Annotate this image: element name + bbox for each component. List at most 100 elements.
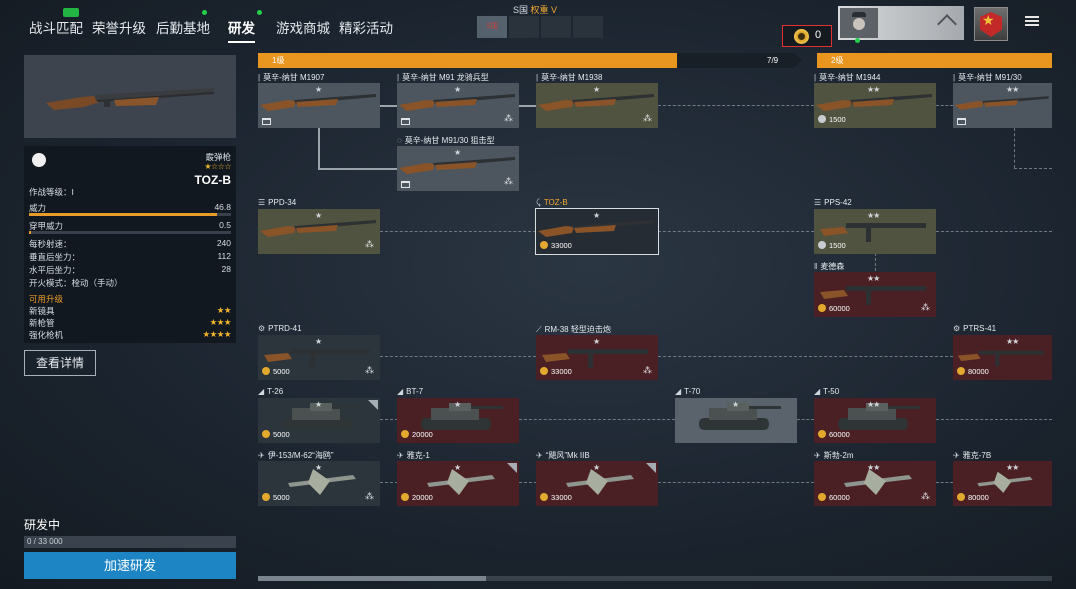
stat-label: 垂直后坐力： [29, 252, 81, 262]
tier-stars: ★ [454, 148, 461, 157]
tier-stars: ★★ [1006, 463, 1019, 472]
upgrades-title: 可用升级 [29, 294, 64, 304]
tier-stars: ★ [315, 337, 322, 346]
menu-icon[interactable] [1025, 14, 1039, 28]
upgrades-header: 可用升级 [29, 293, 231, 305]
research-coin-icon [818, 304, 826, 312]
connector [658, 356, 953, 357]
tech-node-card[interactable]: ★ [675, 398, 797, 443]
horizontal-scrollbar[interactable] [258, 576, 1052, 581]
nation-tab[interactable] [509, 16, 539, 38]
weapon-preview [24, 55, 236, 138]
node-price: 33000 [540, 367, 572, 376]
tab-honor[interactable]: 荣誉升级 [92, 21, 146, 36]
tab-base[interactable]: 后勤基地 [156, 21, 210, 36]
profile-card[interactable] [838, 6, 964, 40]
tech-node-card[interactable]: ★ 33000 [536, 461, 658, 506]
stat-penetration: 穿甲威力 0.5 [29, 220, 231, 232]
price-value: 20000 [412, 430, 433, 439]
medal-icon [980, 12, 1002, 37]
node-price: 80000 [957, 367, 989, 376]
tier-arrow [794, 53, 802, 67]
research-coin-icon [540, 367, 548, 375]
scrollbar-thumb[interactable] [258, 576, 486, 581]
research-coin-icon [262, 430, 270, 438]
smg-class-icon: ☰ [814, 198, 822, 207]
connector [658, 231, 814, 232]
connector [519, 482, 537, 483]
node-name: T-70 [684, 387, 701, 396]
tech-node-card[interactable]: ★★ 60000 ⁂ [814, 461, 936, 506]
node-name: 莫辛-纳甘 M91 龙骑兵型 [402, 73, 489, 82]
tank-class-icon: ◢ [258, 387, 265, 396]
upgrade-stars: ★★★ [209, 317, 232, 327]
tech-node-card[interactable]: ★★ [953, 83, 1052, 128]
notification-dot [257, 10, 262, 15]
tech-node-card[interactable]: ★ [258, 83, 380, 128]
stat-vertical-recoil: 垂直后坐力： 112 [29, 251, 231, 263]
tab-shop[interactable]: 游戏商城 [276, 21, 330, 36]
shotgun-class-icon: ⤹ [536, 198, 541, 207]
tech-node-card-selected[interactable]: ★ 33000 [535, 208, 659, 255]
medal-button[interactable]: ★ [974, 7, 1008, 41]
combat-level: 作战等级：I [29, 186, 231, 198]
tech-node-card[interactable]: ★★ 1500 [814, 209, 936, 254]
research-coin-icon [262, 367, 270, 375]
node-label: ☰PPS-42 [814, 198, 852, 207]
tech-node-card[interactable]: ★ 20000 [397, 398, 519, 443]
tech-node-card[interactable]: ★ 20000 [397, 461, 519, 506]
tier-stars: ★★ [867, 85, 880, 94]
stat-bar-power [29, 213, 231, 216]
weapon-name: TOZ-B [194, 173, 231, 187]
silver-coin-icon [818, 241, 826, 249]
node-label: ✈斯勃-2m [814, 450, 853, 461]
upgrade-stars: ★★ [216, 305, 232, 315]
research-progress-bar: 0 / 33 000 [24, 536, 236, 548]
node-price: 20000 [401, 493, 433, 502]
stat-label: 每秒射速： [29, 239, 72, 249]
connector [380, 419, 398, 420]
stat-horizontal-recoil: 水平后坐力： 28 [29, 264, 231, 276]
tab-research[interactable]: 研发 [228, 17, 255, 43]
tech-node-card[interactable]: ★ 5000 ⁂ [258, 461, 380, 506]
nation-tab[interactable] [573, 16, 603, 38]
speed-up-research-button[interactable]: 加速研发 [24, 552, 236, 579]
node-name: BT-7 [406, 387, 424, 396]
tech-node-card[interactable]: ★ ⁂ [536, 83, 658, 128]
tech-node-card[interactable]: ★ ⁂ [397, 83, 519, 128]
corner-badge [507, 463, 517, 473]
currency-display[interactable]: 0 [782, 25, 832, 47]
nation-tab-s[interactable]: S国 [477, 16, 507, 38]
tech-node-card[interactable]: ★ ⁂ [397, 146, 519, 191]
upgrade-stars: ★★★★ [202, 329, 232, 339]
nation-tab[interactable] [541, 16, 571, 38]
tech-node-card[interactable]: ★★ 60000 ⁂ [814, 272, 936, 317]
tier-stars: ★ [454, 463, 461, 472]
tier-stars: ★ [454, 400, 461, 409]
tier-stars: ★ [732, 400, 739, 409]
crew-icon: ⁂ [921, 302, 930, 312]
node-name: 莫辛-纳甘 M1944 [819, 73, 881, 82]
tech-node-card[interactable]: ★ 5000 ⁂ [258, 335, 380, 380]
view-details-button[interactable]: 查看详情 [24, 350, 96, 376]
tech-node-card[interactable]: ★★ 60000 [814, 398, 936, 443]
tech-node-card[interactable]: ★ 33000 ⁂ [536, 335, 658, 380]
tech-node-card[interactable]: ★★ 1500 [814, 83, 936, 128]
tab-events[interactable]: 精彩活动 [339, 21, 393, 36]
smg-class-icon: ☰ [258, 198, 266, 207]
upgrade-label: 新镜具 [29, 306, 55, 316]
tier-stars: ★ [315, 85, 322, 94]
tech-node-card[interactable]: ★ ⁂ [258, 209, 380, 254]
tech-node-card[interactable]: ★★ 80000 [953, 335, 1052, 380]
shop-basket-icon [401, 181, 410, 188]
node-name: 莫辛-纳甘 M91/30 [958, 73, 1022, 82]
connector [936, 105, 953, 106]
tab-battle[interactable]: 战斗匹配 [29, 21, 83, 36]
crew-icon: ⁂ [365, 239, 374, 249]
corner-badge [646, 463, 656, 473]
node-label: ◢T-70 [675, 387, 700, 396]
connector [797, 419, 814, 420]
shop-basket-icon [262, 118, 271, 125]
tech-node-card[interactable]: ★ 5000 [258, 398, 380, 443]
tech-node-card[interactable]: ★★ 80000 [953, 461, 1052, 506]
